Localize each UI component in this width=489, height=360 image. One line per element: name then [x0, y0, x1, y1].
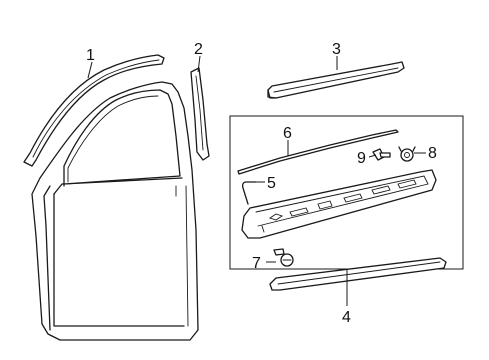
- part-4-door-molding: [241, 169, 437, 239]
- callout-8: 8: [428, 145, 437, 162]
- part-3-belt-molding: [267, 61, 405, 99]
- part-8-clip: [398, 146, 416, 162]
- door-shell: [31, 81, 199, 341]
- part-1-door-frame-molding: [23, 54, 165, 167]
- callout-7: 7: [252, 255, 261, 272]
- part-7-clip: [273, 248, 294, 267]
- callout-9: 9: [357, 150, 366, 167]
- callout-6: 6: [283, 125, 292, 142]
- part-6-molding-strip: [237, 129, 399, 175]
- callout-1: 1: [86, 47, 95, 64]
- part-2-pillar-garnish: [190, 67, 210, 161]
- part-5-rod: [241, 181, 257, 205]
- part-4-lower-strip: [269, 257, 447, 291]
- leader-lines: [87, 55, 426, 306]
- callout-2: 2: [194, 41, 203, 58]
- callout-5: 5: [267, 175, 276, 192]
- callout-3: 3: [332, 41, 341, 58]
- part-9-screw: [372, 148, 391, 161]
- callout-4: 4: [342, 309, 351, 326]
